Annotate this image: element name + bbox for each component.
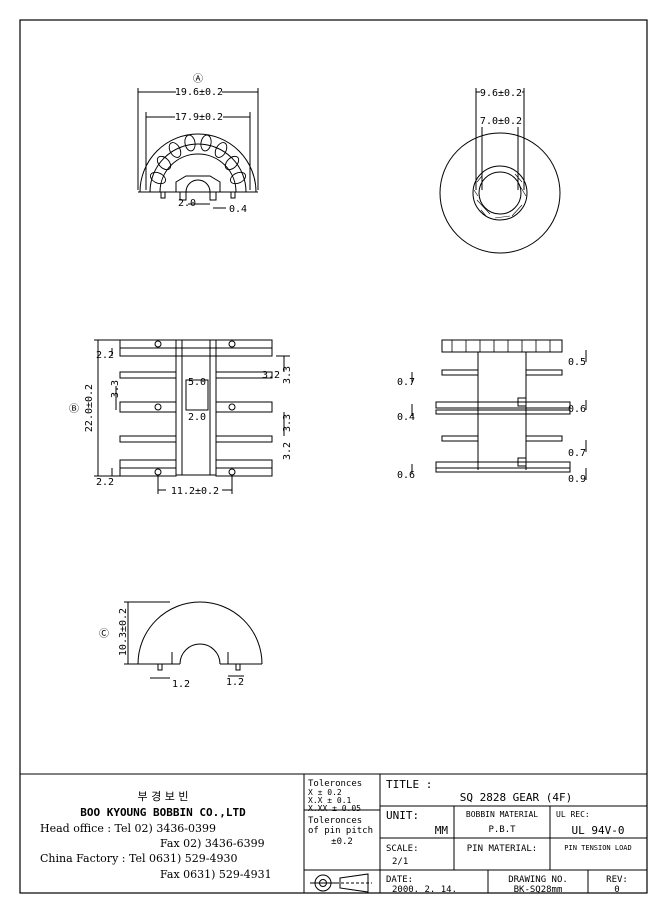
dim-b4: 2.0 — [188, 412, 206, 423]
dim-b2: 3.3 — [110, 380, 121, 398]
dim-r1: 0.5 — [568, 357, 586, 368]
title-fields: TITLE : SQ 2828 GEAR (4F) UNIT: MM BOBBI… — [386, 778, 632, 895]
date-value: 2000. 2. 14. — [392, 885, 457, 895]
title-value: SQ 2828 GEAR (4F) — [460, 791, 573, 804]
unit-value: MM — [435, 824, 449, 837]
dim-inner-width: 17.9±0.2 — [175, 112, 223, 123]
dim-b7: 3.3 — [282, 414, 293, 432]
drawing-value: BK-SQ28mm — [514, 885, 563, 895]
ul-label: UL REC: — [556, 810, 590, 819]
rev-value: 0 — [614, 885, 619, 895]
dim-c-pin2: 1.2 — [226, 677, 244, 688]
view-a-label: Ⓐ — [193, 73, 203, 85]
date-label: DATE: — [386, 875, 413, 885]
company-line1: Head office : Tel 02) 3436-0399 — [40, 822, 216, 835]
view-c-label: Ⓒ — [99, 628, 109, 640]
dim-l3: 0.6 — [397, 470, 415, 481]
title-label: TITLE : — [386, 778, 432, 791]
company-line3: China Factory : Tel 0631) 529-4930 — [40, 852, 237, 865]
tol-pitch-title1: Toleronces — [308, 816, 362, 826]
unit-label: UNIT: — [386, 809, 419, 822]
drawing-label: DRAWING NO. — [508, 875, 568, 885]
dim-b1: 2.2 — [96, 350, 114, 361]
company-line4: Fax 0631) 529-4931 — [160, 868, 272, 881]
dim-tr-inner: 7.0±0.2 — [480, 116, 522, 127]
view-b-side: 22.0±0.2 Ⓑ 2.2 3.3 2.2 5.0 2.0 3.2 3.3 3… — [69, 339, 293, 497]
dim-l2: 0.4 — [397, 412, 415, 423]
rev-label: REV: — [606, 875, 628, 885]
title-block — [20, 773, 647, 893]
dim-b8: 3.2 — [282, 442, 293, 460]
dim-outer-width: 19.6±0.2 — [175, 87, 223, 98]
dim-tr-outer: 9.6±0.2 — [480, 88, 522, 99]
dim-b6: 3.3 — [282, 366, 293, 384]
dim-slot: 2.0 — [178, 198, 196, 209]
company-name: BOO KYOUNG BOBBIN CO.,LTD — [80, 806, 246, 819]
view-b-label: Ⓑ — [69, 403, 79, 415]
dim-r2: 0.6 — [568, 404, 586, 415]
tol-xx: X.X ± 0.1 — [308, 796, 352, 805]
pin-tension-label: PIN TENSION LOAD — [564, 844, 631, 852]
dim-b9: 2.2 — [96, 477, 114, 488]
scale-value: 2/1 — [392, 857, 408, 867]
dim-height: 22.0±0.2 — [84, 384, 95, 432]
dim-b5: 3.2 — [262, 370, 280, 381]
company-line2: Fax 02) 3436-6399 — [160, 837, 265, 850]
view-c-bottom: 10.3±0.2 Ⓒ 1.2 1.2 — [99, 601, 263, 690]
dim-bottom: 11.2±0.2 — [171, 486, 219, 497]
view-a-top: Ⓐ 19.6±0.2 17.9±0.2 — [137, 73, 259, 215]
dim-r3: 0.7 — [568, 448, 586, 459]
dim-l1: 0.7 — [397, 377, 415, 388]
company-korean: 부 경 보 빈 — [138, 790, 189, 803]
scale-label: SCALE: — [386, 844, 419, 854]
dim-pin: 0.4 — [229, 204, 247, 215]
company-block: 부 경 보 빈 BOO KYOUNG BOBBIN CO.,LTD Head o… — [40, 790, 272, 881]
view-side-right: 0.5 0.7 0.4 0.6 0.7 0.6 0.9 — [397, 339, 587, 485]
pin-material-label: PIN MATERIAL: — [467, 844, 537, 854]
dim-c-pin1: 1.2 — [172, 679, 190, 690]
tol-title: Toleronces — [308, 779, 362, 789]
bobbin-label: BOBBIN MATERIAL — [466, 810, 538, 819]
dim-c-height: 10.3±0.2 — [118, 608, 129, 656]
dim-b3: 5.0 — [188, 377, 206, 388]
dim-r4: 0.9 — [568, 474, 586, 485]
tol-pitch-title2: of pin pitch — [308, 826, 373, 836]
ul-value: UL 94V-0 — [572, 824, 625, 837]
tol-xxx: X.XX ± 0.05 — [308, 804, 361, 813]
tol-pitch-value: ±0.2 — [331, 837, 353, 847]
tol-x: X ± 0.2 — [308, 788, 342, 797]
sheet-border — [19, 19, 648, 894]
view-top-right: 9.6±0.2 7.0±0.2 — [439, 86, 561, 254]
tolerances-block: Toleronces X ± 0.2 X.X ± 0.1 X.XX ± 0.05… — [308, 779, 373, 847]
bobbin-value: P.B.T — [488, 825, 516, 835]
